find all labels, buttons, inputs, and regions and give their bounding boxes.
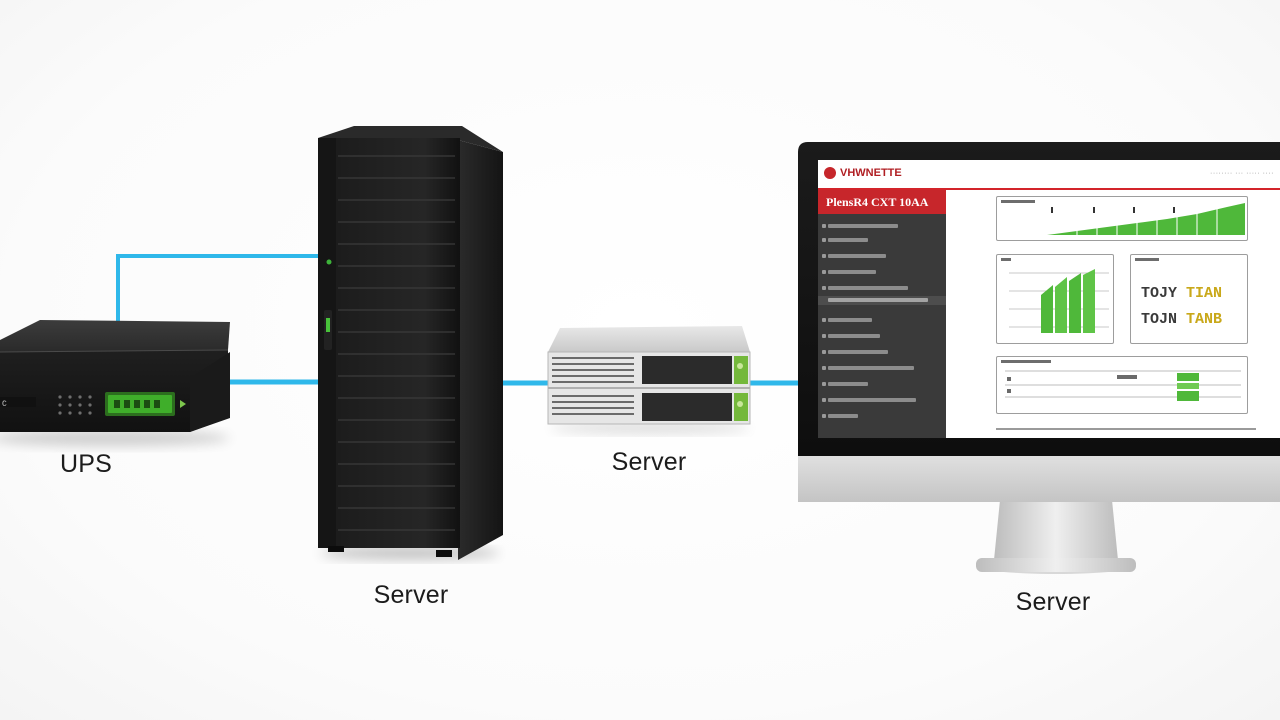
ups-label: UPS [59, 450, 113, 478]
panel-title [1135, 258, 1159, 261]
sidebar-bullet [822, 382, 826, 386]
stat-prefix: TOJN [1141, 311, 1187, 328]
sidebar-item-active-label [828, 298, 928, 302]
sidebar-bullet [822, 238, 826, 242]
dashboard-header: VHWNETTE ········ ··· ····· ···· [818, 160, 1280, 190]
tower-server-label: Server [373, 581, 449, 609]
ups-buttons [58, 395, 92, 415]
table-status-bar [1177, 383, 1199, 389]
sidebar-bullet [822, 318, 826, 322]
stat-prefix: TOJY [1141, 285, 1187, 302]
monitor-label: Server [1015, 588, 1091, 616]
stats-panel: TOJY TIAN TOJN TANB [1130, 254, 1248, 344]
tower-power-led [326, 259, 332, 265]
stat-value-2: TOJN TANB [1141, 311, 1222, 328]
rack-vents [552, 357, 634, 415]
table-content [1005, 370, 1241, 401]
sidebar-title: PlensR4 CXT 10AA [818, 190, 946, 214]
ups-device: C [0, 320, 230, 446]
table-panel [996, 356, 1248, 414]
sidebar-item[interactable] [828, 350, 888, 354]
sidebar-bullet [822, 350, 826, 354]
sidebar-item[interactable] [828, 318, 872, 322]
ups-to-tower-cable-upper [116, 254, 330, 322]
sidebar-bullet [822, 224, 826, 228]
tower-server [318, 126, 503, 560]
sidebar-item[interactable] [828, 254, 886, 258]
stat-suffix: TANB [1186, 311, 1222, 328]
usage-bar [1083, 269, 1095, 333]
trend-chart [1047, 203, 1245, 235]
sidebar-bullet [822, 334, 826, 338]
header-links[interactable]: ········ ··· ····· ···· [1210, 170, 1274, 177]
dashboard-sidebar: PlensR4 CXT 10AA [818, 190, 946, 438]
table-status-bar [1177, 391, 1199, 401]
sidebar-bullet [822, 270, 826, 274]
dashboard-screen: VHWNETTE ········ ··· ····· ···· PlensR4… [818, 160, 1280, 438]
usage-chart [1009, 269, 1109, 333]
tower-status-led [326, 318, 330, 332]
trend-bar-gaps [1076, 205, 1218, 235]
usage-bar [1055, 277, 1067, 333]
rack-server-label: Server [611, 448, 687, 476]
sidebar-bullet [822, 366, 826, 370]
usage-bar [1041, 285, 1053, 333]
table-status-bar [1177, 373, 1199, 381]
sidebar-item[interactable] [828, 334, 880, 338]
trend-markers [1051, 207, 1175, 213]
stat-value-1: TOJY TIAN [1141, 285, 1222, 302]
stat-highlight [1195, 285, 1239, 331]
tower-drive-bays [338, 155, 455, 531]
sidebar-item[interactable] [828, 270, 876, 274]
screen-scrollbar[interactable] [996, 428, 1256, 430]
panel-title [1001, 258, 1011, 261]
sidebar-bullet [822, 254, 826, 258]
table-cells [1007, 375, 1137, 393]
logo-text: VHWNETTE [840, 167, 902, 179]
logo-mark-icon [824, 167, 836, 179]
trend-chart-panel [996, 196, 1248, 241]
sidebar-bullet [822, 286, 826, 290]
sidebar-item[interactable] [828, 414, 858, 418]
sidebar-bullet [822, 414, 826, 418]
usage-chart-panel [996, 254, 1114, 344]
sidebar-item[interactable] [828, 366, 914, 370]
sidebar-bullet [822, 398, 826, 402]
usage-bar [1069, 273, 1081, 333]
sidebar-item[interactable] [828, 238, 868, 242]
ups-lcd-segments [114, 400, 160, 408]
sidebar-item[interactable] [828, 398, 916, 402]
table-lines [1005, 370, 1241, 398]
stat-suffix: TIAN [1186, 285, 1222, 302]
sidebar-item[interactable] [828, 224, 898, 228]
svg-text:C: C [2, 400, 7, 409]
panel-title [1001, 360, 1051, 363]
rack-server [547, 326, 751, 433]
sidebar-item[interactable] [828, 382, 868, 386]
trend-area [1047, 203, 1245, 235]
panel-title [1001, 200, 1035, 203]
dashboard-logo: VHWNETTE [824, 167, 902, 179]
sidebar-item[interactable] [828, 286, 908, 290]
